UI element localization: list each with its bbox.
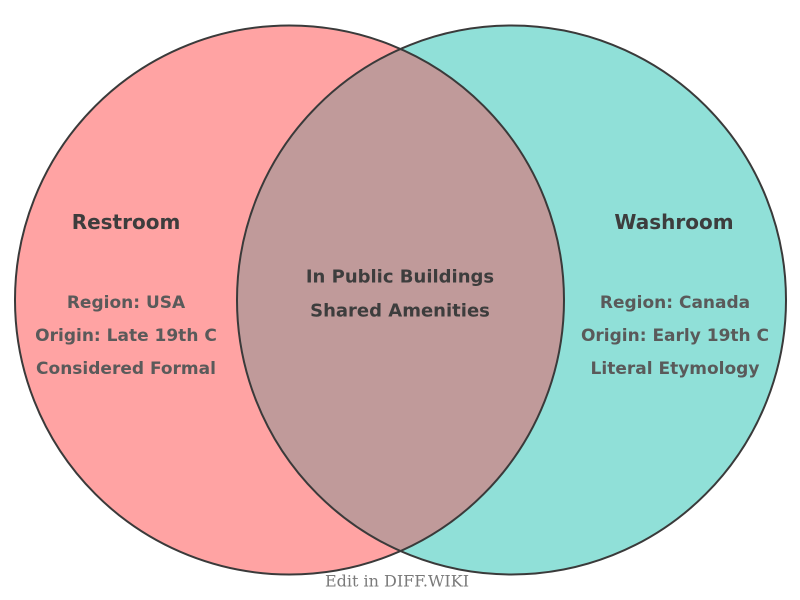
left-circle-outline bbox=[14, 24, 565, 576]
right-circle-outline bbox=[236, 24, 787, 576]
left-set-item: Origin: Late 19th C bbox=[35, 326, 217, 346]
left-set-item: Considered Formal bbox=[36, 359, 216, 379]
right-set-title: Washroom bbox=[614, 210, 733, 234]
edit-link[interactable]: Edit in DIFF.WIKI bbox=[325, 572, 469, 591]
intersection-item: In Public Buildings bbox=[306, 267, 494, 288]
intersection-item: Shared Amenities bbox=[310, 301, 490, 322]
right-set-item: Literal Etymology bbox=[591, 359, 760, 379]
intersection-region bbox=[237, 25, 564, 575]
left-set-item: Region: USA bbox=[67, 293, 186, 313]
right-set-item: Origin: Early 19th C bbox=[581, 326, 769, 346]
right-set-item: Region: Canada bbox=[600, 293, 750, 313]
left-set-title: Restroom bbox=[72, 210, 181, 234]
